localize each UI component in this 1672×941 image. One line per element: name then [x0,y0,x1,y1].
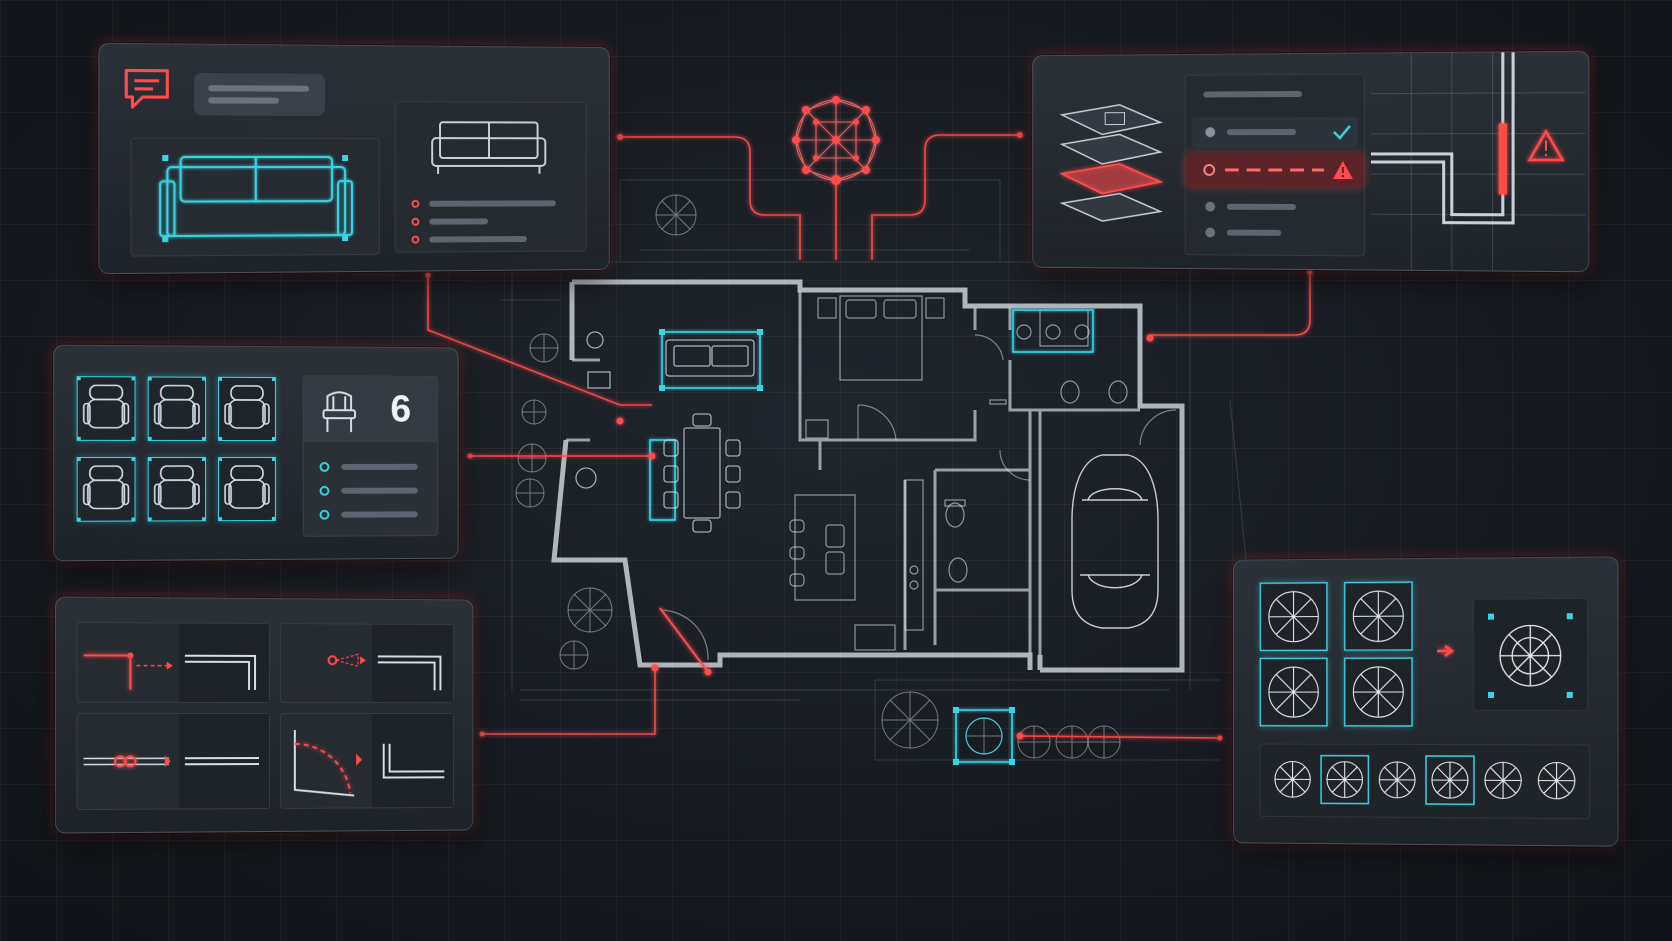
warning-icon [1332,160,1354,180]
tree-candidate[interactable] [1344,657,1413,727]
tree-plan-icon [1474,599,1587,710]
door-swing-tile[interactable] [280,713,454,809]
arrow-right-icon [1437,643,1457,659]
validation-row[interactable] [1192,220,1358,245]
dining-chair-tile[interactable] [148,457,206,521]
tree-candidates-grid [1259,581,1427,731]
validation-row-error[interactable] [1186,153,1364,187]
tree-sequence-strip [1259,744,1590,820]
chair-grid [77,376,278,528]
tree-candidate[interactable] [1344,581,1413,651]
sofa-icon [420,114,557,184]
tree-strip-item[interactable] [1425,755,1475,805]
sofa-detail-card[interactable] [395,101,587,253]
door-hardware-tile[interactable] [76,713,270,810]
chair-count-panel: 6 [53,345,459,562]
layers-icon [1052,95,1168,224]
chat-message-bubble [194,73,325,116]
tree-result-card[interactable] [1473,598,1588,711]
tree-strip-item[interactable] [1372,755,1422,805]
layer-validation-panel [1032,51,1589,273]
chair-icon [318,388,361,434]
dining-chair-tile[interactable] [218,377,276,441]
sofa-selection-view[interactable] [130,138,379,257]
neural-network-icon [792,96,880,185]
dining-chair-tile[interactable] [77,376,136,441]
chair-summary-card: 6 [303,375,439,537]
car-icon [1072,455,1158,628]
tree-strip-item[interactable] [1478,755,1528,805]
check-icon [1332,123,1352,141]
validation-row[interactable] [1192,195,1358,220]
wall-joint-tile[interactable] [76,622,270,703]
symbol-recognition-panel [55,596,473,833]
validation-list [1185,74,1365,257]
tree-candidate[interactable] [1259,657,1328,727]
furniture-detection-panel [98,43,609,274]
tree-candidate[interactable] [1259,582,1328,652]
chat-bubble-icon [122,66,173,111]
tree-strip-item[interactable] [1531,755,1582,806]
warning-icon [1530,131,1563,160]
tree-detection-panel [1233,556,1619,846]
tree-strip-item[interactable] [1320,755,1369,805]
chair-count-value: 6 [390,389,411,432]
wall-detail-view [1371,52,1585,272]
dining-chair-tile[interactable] [218,457,276,521]
tree-strip-item[interactable] [1268,754,1317,804]
window-joint-tile[interactable] [280,623,454,703]
validation-row-ok[interactable] [1192,117,1358,147]
dining-chair-tile[interactable] [77,457,136,522]
dining-chair-tile[interactable] [148,376,206,440]
